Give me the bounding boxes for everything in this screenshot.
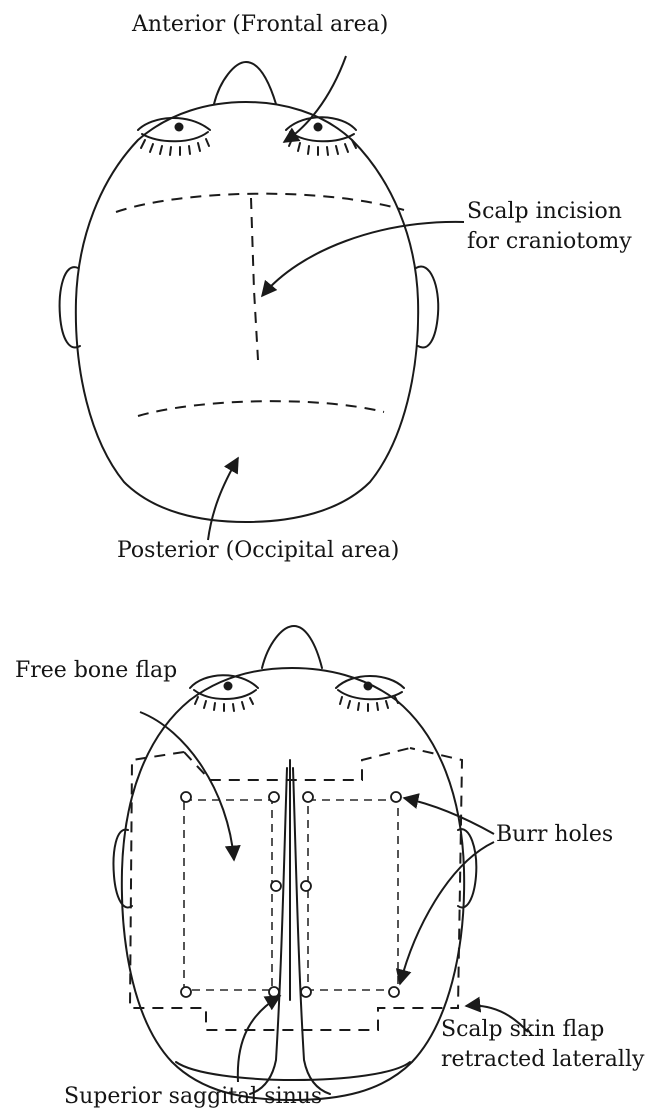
incision-back-arc (138, 401, 384, 416)
label-scalp-incision-line2: for craniotomy (467, 229, 632, 255)
label-scalp-incision-line1: Scalp incision (467, 199, 622, 225)
bone-flap-right (308, 800, 398, 990)
head-outline (76, 102, 418, 522)
left-eye (138, 118, 210, 155)
label-superior-sagittal-sinus: Superior saggital sinus (64, 1084, 322, 1110)
nose (214, 62, 276, 104)
label-posterior: Posterior (Occipital area) (117, 538, 399, 564)
burr-holes-arrow-lower (400, 842, 494, 984)
label-free-bone-flap: Free bone flap (15, 658, 177, 684)
label-anterior: Anterior (Frontal area) (132, 12, 388, 38)
nose (262, 626, 322, 668)
right-eye (336, 676, 404, 711)
label-burr-holes: Burr holes (496, 822, 613, 848)
bone-flap-arrow (140, 712, 234, 860)
right-ear (416, 267, 438, 348)
top-head-diagram (0, 0, 651, 580)
label-scalp-skin-flap-line1: Scalp skin flap (441, 1017, 604, 1043)
posterior-arrow (208, 458, 238, 540)
incision-arrow (262, 222, 464, 296)
right-eye (286, 117, 356, 155)
label-scalp-skin-flap-line2: retracted laterally (441, 1047, 644, 1073)
burr-holes-arrow-upper (404, 798, 494, 834)
incision-midline (251, 198, 258, 360)
incision-front-arc (116, 194, 404, 212)
